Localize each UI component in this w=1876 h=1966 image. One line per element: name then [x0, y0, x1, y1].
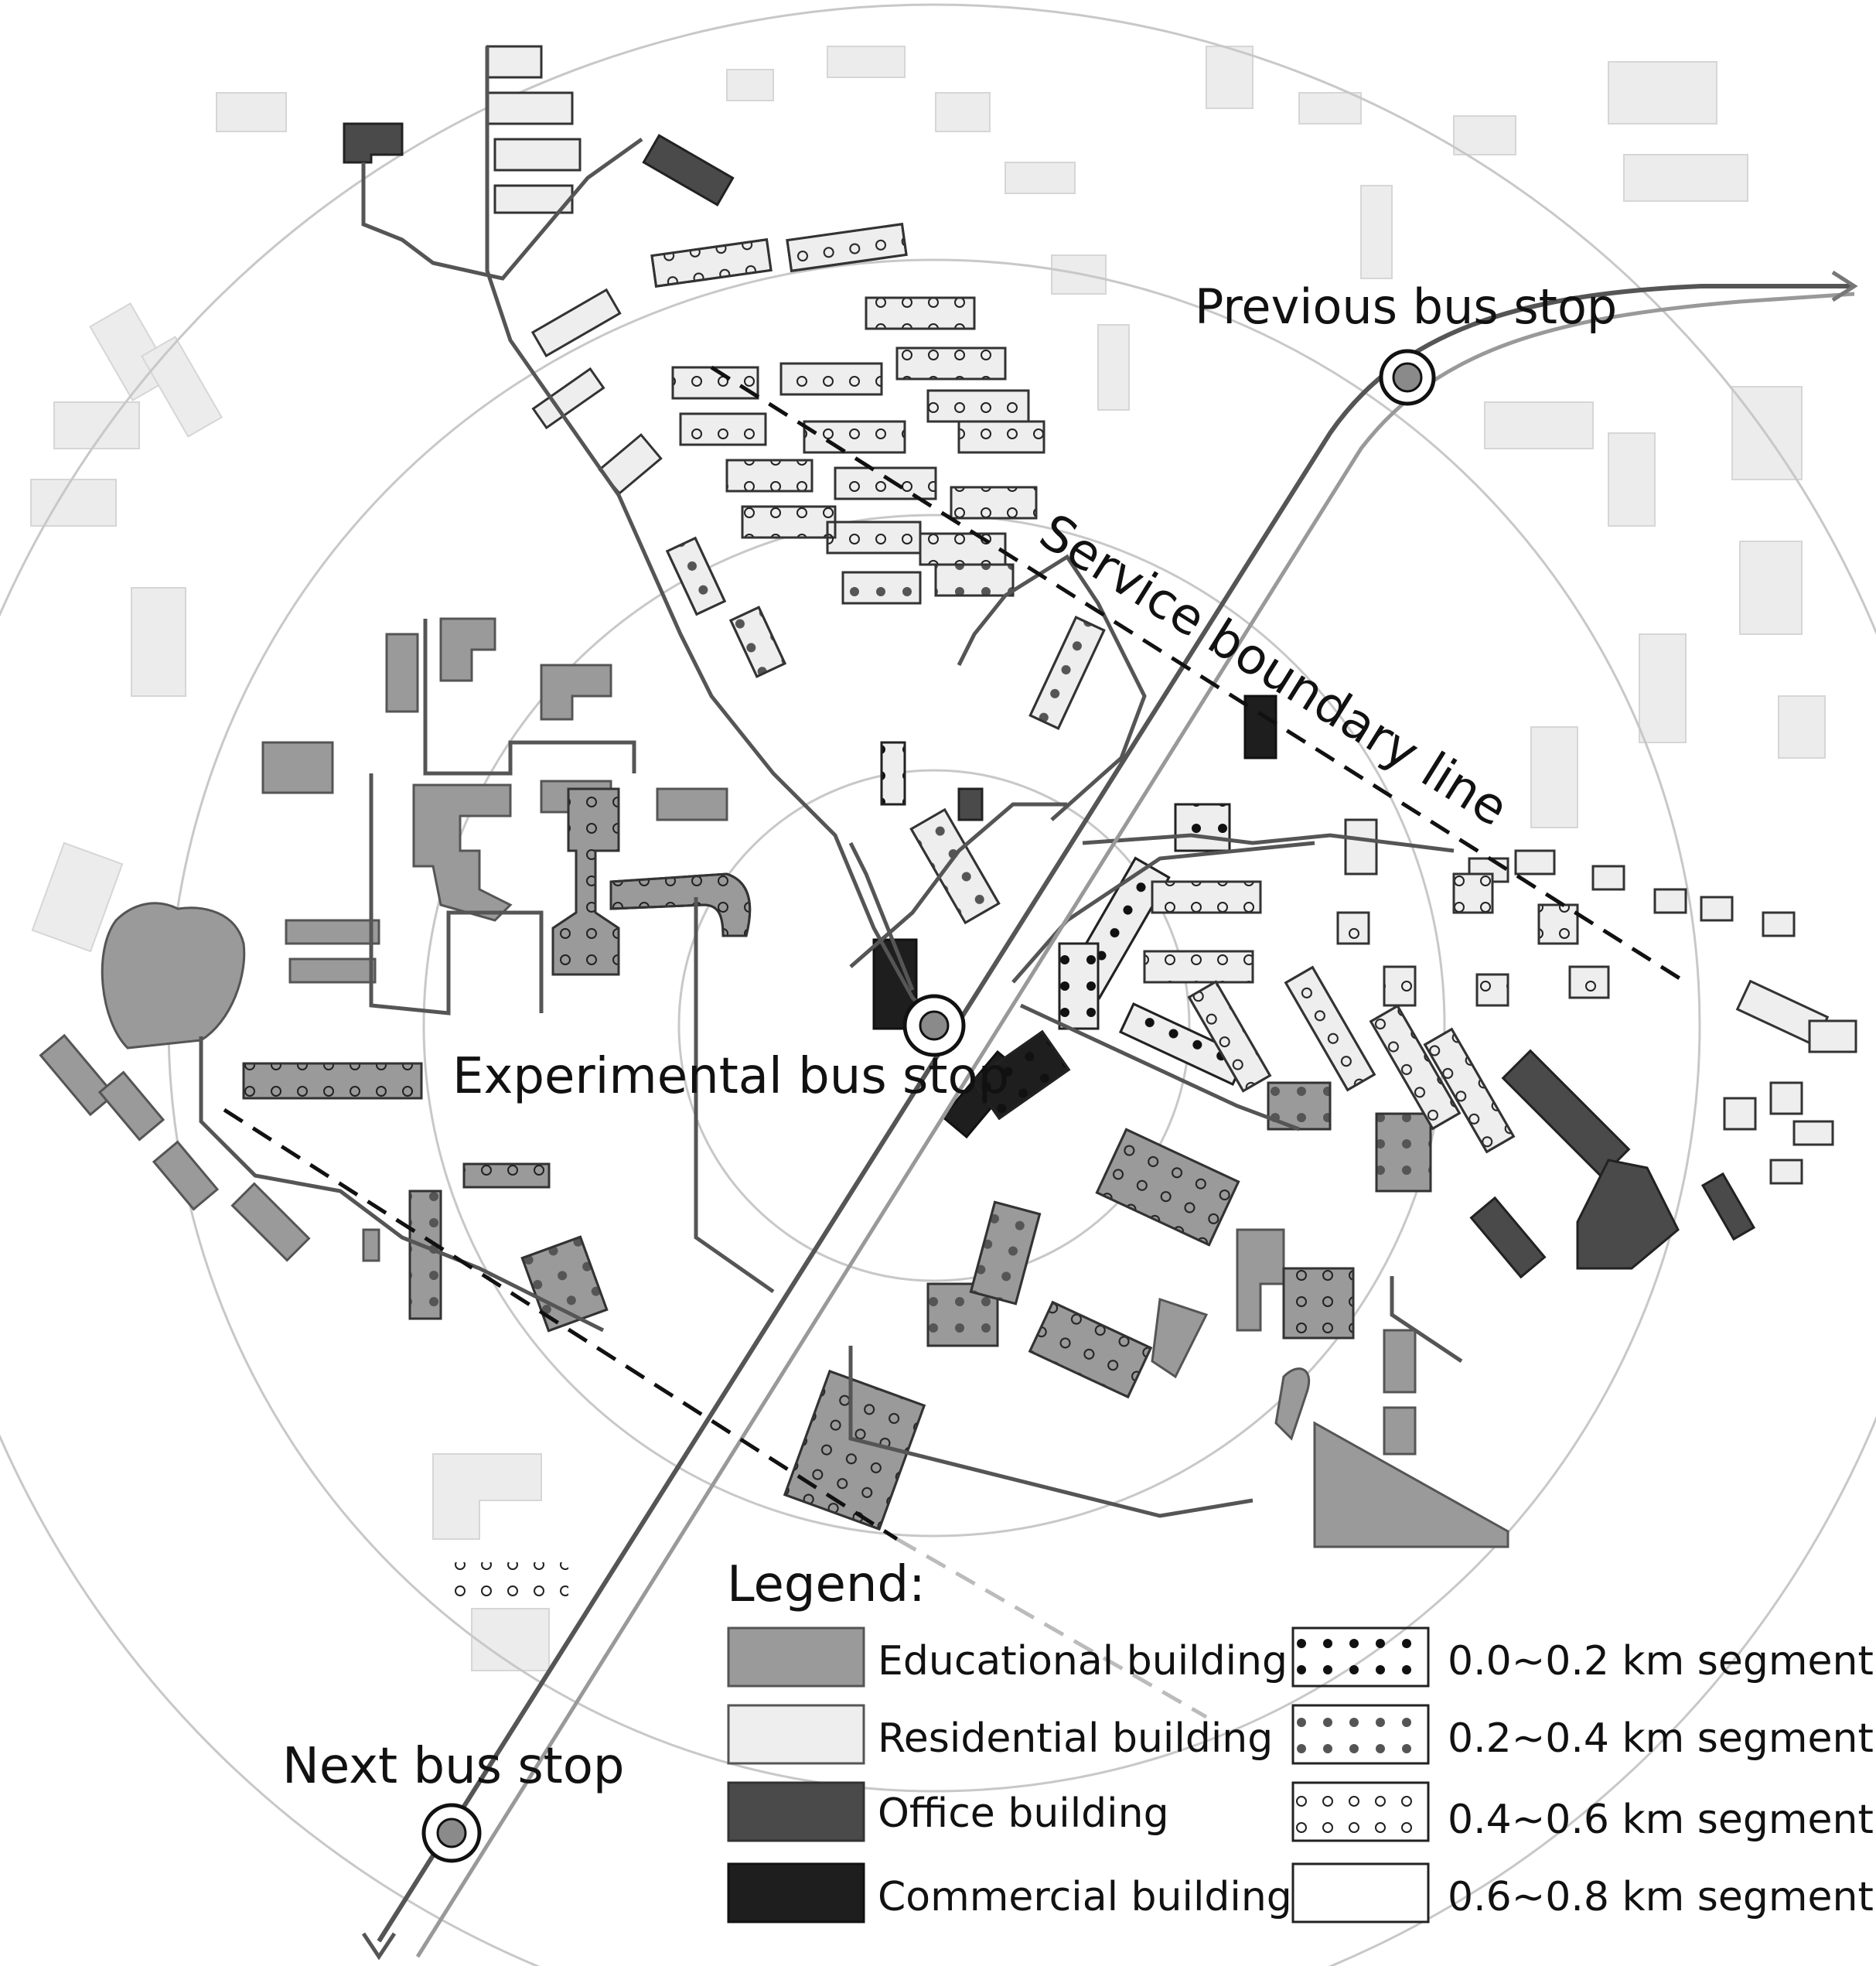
- segment-0-4-0-6-km: [242, 223, 1610, 1531]
- legend-swatch-segment-0-0-2: [1291, 1626, 1430, 1688]
- legend-label-educational: Educational building: [878, 1638, 1288, 1684]
- service-boundary-label: Service boundary line: [1030, 503, 1518, 838]
- next-bus-stop-label: Next bus stop: [282, 1738, 625, 1795]
- bus-route: [361, 270, 1858, 1961]
- legend-title: Legend:: [727, 1556, 926, 1613]
- legend-swatch-segment-0-4-0-6: [1291, 1781, 1430, 1842]
- segment-0-0-2-km: [880, 741, 1247, 1121]
- previous-bus-stop-label: Previous bus stop: [1195, 278, 1617, 335]
- legend-swatch-segment-0-6-0-8: [1291, 1862, 1430, 1923]
- segment-0-2-0-4-km: [408, 536, 1432, 1347]
- legend-swatch-residential: [727, 1704, 865, 1765]
- legend-label-segment-0-6-0-8: 0.6~0.8 km segment: [1448, 1874, 1874, 1920]
- legend-label-residential: Residential building: [878, 1715, 1273, 1762]
- residential-buildings: [486, 45, 1857, 1185]
- legend-swatch-office: [727, 1781, 865, 1842]
- legend-swatch-segment-0-2-0-4: [1291, 1704, 1430, 1765]
- previous-bus-stop-marker: [1379, 349, 1436, 406]
- legend-swatch-educational: [727, 1626, 865, 1688]
- legend-label-segment-0-2-0-4: 0.2~0.4 km segment: [1448, 1715, 1874, 1762]
- service-boundary-lines: [223, 365, 1687, 1719]
- next-bus-stop-marker: [421, 1803, 482, 1863]
- experimental-bus-stop-label: Experimental bus stop: [452, 1048, 1009, 1105]
- office-buildings: [343, 122, 1756, 1279]
- open-circle-block: [452, 1562, 568, 1609]
- legend-label-segment-0-4-0-6: 0.4~0.6 km segment: [1448, 1797, 1874, 1843]
- legend-label-office: Office building: [878, 1790, 1169, 1837]
- legend-label-commercial: Commercial building: [878, 1874, 1292, 1920]
- legend-label-segment-0-0-2: 0.0~0.2 km segment: [1448, 1638, 1874, 1684]
- path-network: [199, 46, 1463, 1518]
- legend-swatch-commercial: [727, 1862, 865, 1923]
- background-buildings: [30, 46, 1826, 1671]
- legend: Legend: Educational building Residential…: [727, 1556, 1874, 1923]
- experimental-bus-stop-marker: [902, 994, 966, 1057]
